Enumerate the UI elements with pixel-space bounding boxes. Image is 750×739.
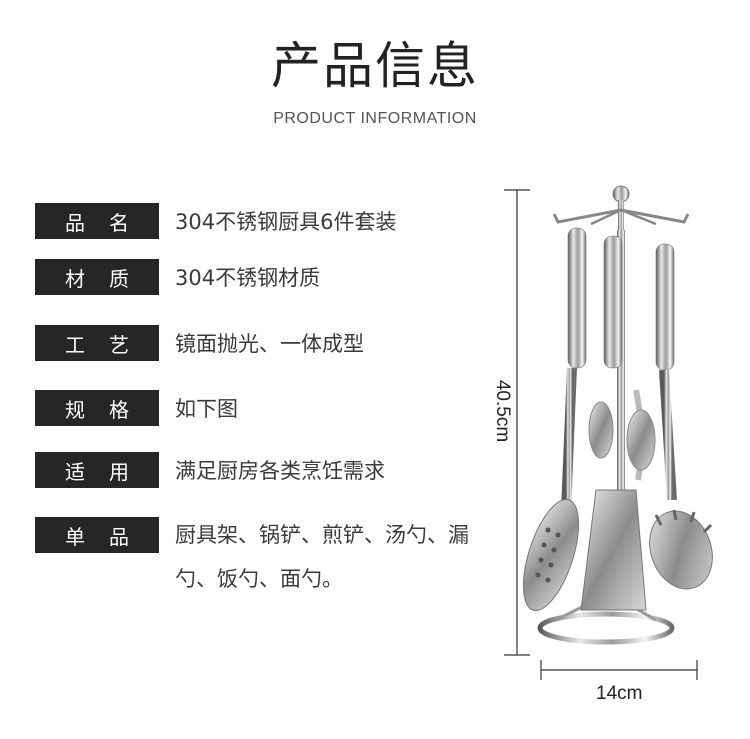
spec-value: 镜面抛光、一体成型 bbox=[175, 332, 364, 356]
spec-label: 适用 bbox=[35, 452, 159, 488]
spec-label: 品名 bbox=[35, 203, 159, 239]
spec-value: 厨具架、锅铲、煎铲、汤勺、漏勺、饭勺、面勺。 bbox=[175, 523, 469, 591]
spec-label: 规格 bbox=[35, 390, 159, 426]
width-dimension-label: 14cm bbox=[596, 683, 643, 704]
utensil-stand-image bbox=[522, 185, 713, 645]
spec-value: 如下图 bbox=[175, 397, 238, 421]
page-subtitle: PRODUCT INFORMATION bbox=[273, 110, 477, 127]
spec-value: 304不锈钢厨具6件套装 bbox=[175, 210, 397, 234]
spec-value: 满足厨房各类烹饪需求 bbox=[175, 459, 385, 483]
spec-label: 工艺 bbox=[35, 325, 159, 361]
spec-label: 单品 bbox=[35, 517, 159, 553]
spec-label: 材质 bbox=[35, 259, 159, 295]
spec-value: 304不锈钢材质 bbox=[175, 266, 321, 290]
page-title: 产品信息 bbox=[271, 37, 479, 95]
